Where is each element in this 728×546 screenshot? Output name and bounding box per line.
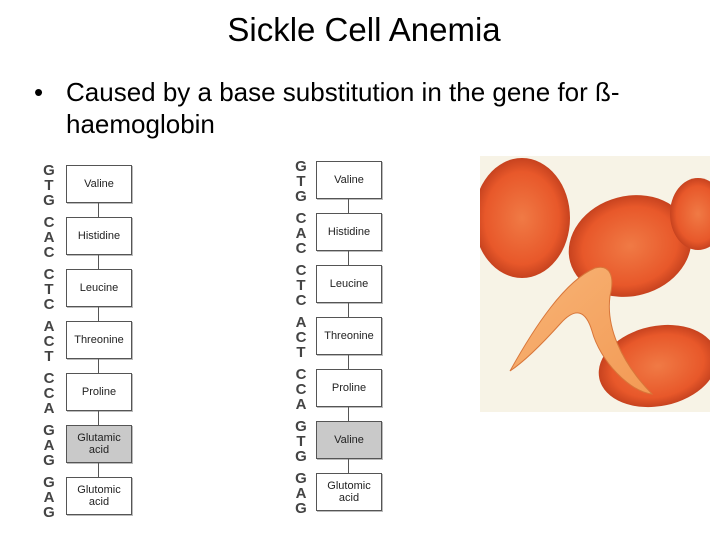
peptide-bond [98,255,99,269]
peptide-bond [348,251,349,265]
codon-base: G [295,188,307,205]
codon-base: T [44,177,54,194]
codon-base: T [296,344,306,361]
amino-acid-box: Histidine [316,213,382,251]
amino-acid-box: Glutomic acid [66,477,132,515]
amino-acid-box: Valine [316,421,382,459]
codon-base: C [295,262,307,279]
codon-base: T [296,433,306,450]
codon-base: G [43,162,55,179]
codon-base: C [43,385,55,402]
peptide-bond [348,355,349,369]
codon-base: G [295,500,307,517]
codon-base: C [295,329,307,346]
codon-base: T [296,277,306,294]
red-blood-cell [480,158,570,278]
codon-base: C [43,333,55,350]
peptide-bond [98,307,99,321]
codon-base: A [43,229,55,246]
codon-base: C [43,296,55,313]
amino-acid-box: Threonine [66,321,132,359]
codon-base: C [295,381,307,398]
codon-base: C [43,244,55,261]
codon-base: G [295,448,307,465]
codon-base: G [43,192,55,209]
codon-base: G [43,504,55,521]
amino-acid-box: Threonine [316,317,382,355]
codon-base: G [43,474,55,491]
blood-cells-illustration [480,156,710,412]
amino-acid-box: Proline [66,373,132,411]
slide-title: Sickle Cell Anemia [227,11,501,48]
codon-base: T [44,281,54,298]
peptide-bond [348,407,349,421]
codon-base: C [43,370,55,387]
codon-base: C [43,214,55,231]
codon-base: A [43,489,55,506]
peptide-bond [348,199,349,213]
codon-base: G [295,470,307,487]
amino-acid-box: Valine [66,165,132,203]
amino-acid-box: Leucine [316,265,382,303]
amino-acid-box: Proline [316,369,382,407]
codon-base: A [295,396,307,413]
codon-base: A [43,400,55,417]
amino-acid-box: Glutomic acid [316,473,382,511]
amino-acid-box: Histidine [66,217,132,255]
codon-base: A [295,225,307,242]
codon-base: A [43,318,55,335]
bullet-text: Caused by a base substitution in the gen… [66,77,620,139]
codon-base: T [44,348,54,365]
codon-base: T [296,173,306,190]
codon-base: C [43,266,55,283]
peptide-bond [98,411,99,425]
red-blood-cells-photo [480,156,710,412]
codon-base: C [295,210,307,227]
codon-base: C [295,292,307,309]
codon-base: C [295,240,307,257]
amino-acid-box: Leucine [66,269,132,307]
codon-base: G [295,158,307,175]
bullet-dot: • [34,77,44,107]
codon-base: G [43,422,55,439]
peptide-bond [98,203,99,217]
sickle-cell [509,266,654,395]
red-blood-cell [670,178,710,250]
codon-base: A [295,485,307,502]
codon-base: A [295,314,307,331]
peptide-bond [98,359,99,373]
peptide-bond [348,459,349,473]
codon-base: G [295,418,307,435]
codon-base: G [43,452,55,469]
peptide-bond [348,303,349,317]
amino-acid-box: Glutamic acid [66,425,132,463]
red-blood-cell [598,324,710,408]
codon-base: A [43,437,55,454]
amino-acid-box: Valine [316,161,382,199]
peptide-bond [98,463,99,477]
codon-base: C [295,366,307,383]
